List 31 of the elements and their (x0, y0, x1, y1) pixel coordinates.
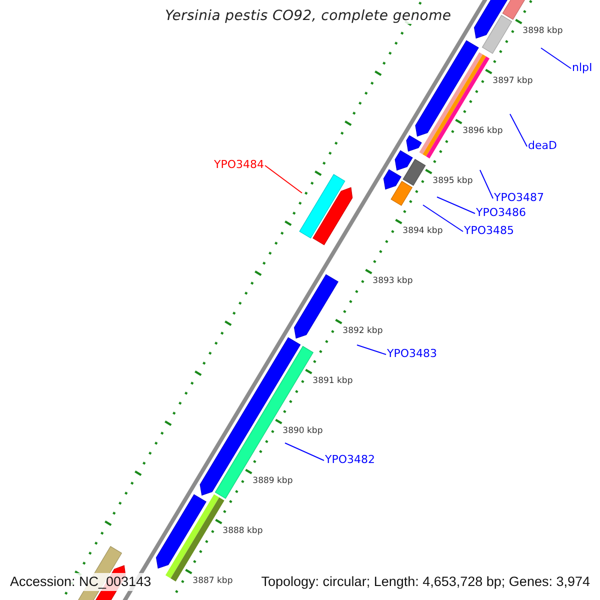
scale-label: 3898 kbp (522, 26, 563, 37)
gene-label: YPO3484 (214, 158, 264, 171)
leader-line (422, 204, 464, 232)
scale-label: 3893 kbp (372, 276, 413, 287)
scale-label: 3890 kbp (282, 426, 323, 437)
gene-label: nlpI (572, 61, 592, 74)
accession-text: Accession: NC_003143 (8, 573, 154, 591)
genome-info-text: Topology: circular; Length: 4,653,728 bp; Genes: 3,974 (259, 573, 592, 591)
scale-label: 3892 kbp (342, 326, 383, 337)
scale-label: 3888 kbp (222, 526, 263, 537)
gene-label: YPO3485 (464, 224, 514, 237)
scale-label: 3889 kbp (252, 476, 293, 487)
scale-label: 3894 kbp (402, 226, 443, 237)
scale-label: 3896 kbp (462, 126, 503, 137)
scale-label: 3897 kbp (492, 76, 533, 87)
scale-label: 3891 kbp (312, 376, 353, 387)
gene-label: YPO3487 (494, 191, 544, 204)
leader-line (264, 165, 302, 194)
leader-line (436, 196, 476, 214)
leader-line (284, 442, 324, 461)
leader-line (356, 344, 386, 355)
leader-line (480, 170, 494, 199)
leader-line (510, 114, 528, 147)
scale-label: 3895 kbp (432, 176, 473, 187)
gene-label: YPO3482 (325, 453, 376, 466)
gene-label: YPO3486 (476, 206, 526, 219)
gene-label: YPO3483 (387, 347, 438, 360)
gene-label: deaD (528, 139, 557, 152)
map-title: Yersinia pestis CO92, complete genome (165, 8, 452, 24)
leader-line (540, 48, 572, 69)
scale-label: 3887 kbp (192, 576, 233, 587)
